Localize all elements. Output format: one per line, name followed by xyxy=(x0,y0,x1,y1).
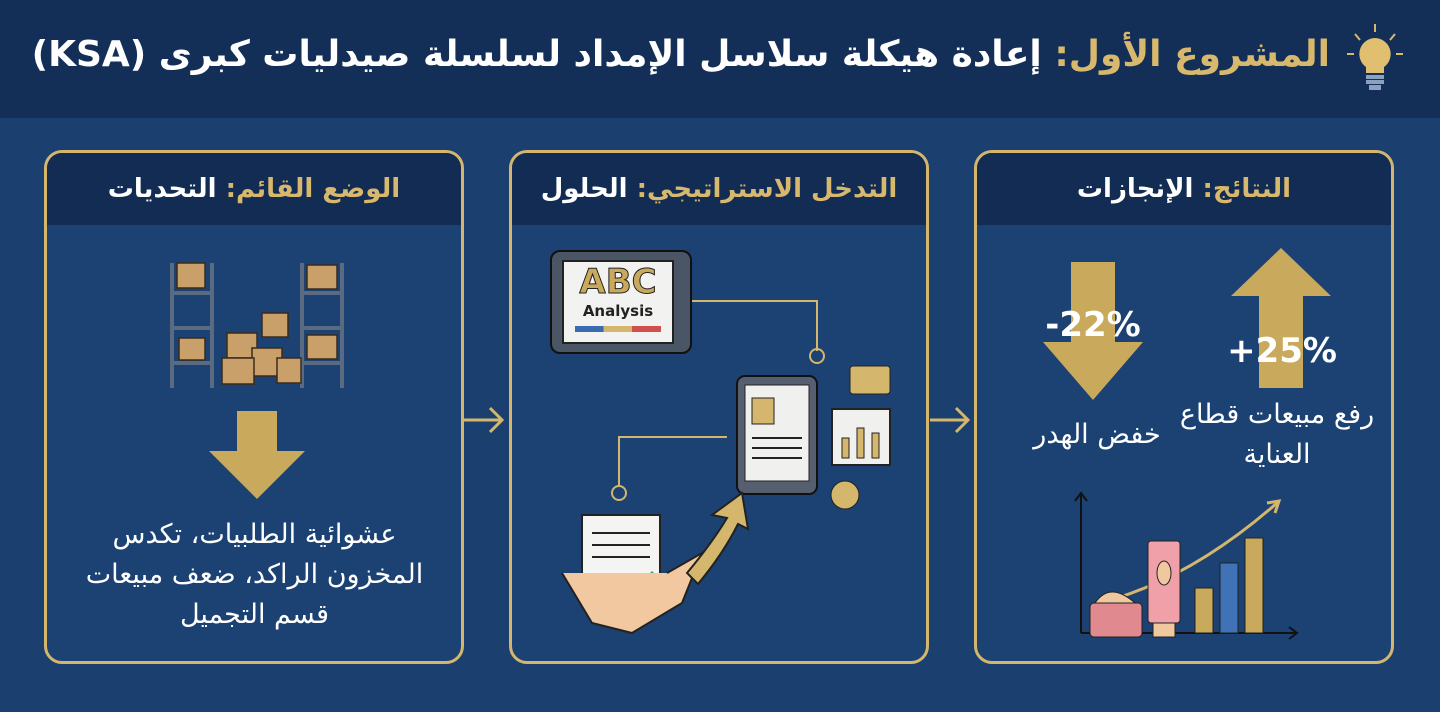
kpi-waste-label: خفض الهدر xyxy=(1033,419,1161,450)
up-arrow-icon xyxy=(1231,248,1331,388)
panel-header: الوضع القائم: التحديات xyxy=(47,153,461,225)
page-title: المشروع الأول: إعادة هيكلة سلاسل الإمداد… xyxy=(31,34,1330,75)
panel-header: النتائج: الإنجازات xyxy=(977,153,1391,225)
panel-header: التدخل الاستراتيجي: الحلول xyxy=(512,153,926,225)
down-arrow-icon xyxy=(1043,262,1143,400)
panel-solutions: التدخل الاستراتيجي: الحلول ABC Analysis xyxy=(509,150,929,664)
arrow-right-icon xyxy=(464,406,505,434)
panel-results: النتائج: الإنجازات -22% خفض الهدر +25% ر… xyxy=(974,150,1394,664)
lightbulb-icon xyxy=(1347,24,1403,90)
header-band xyxy=(0,0,1440,118)
kpi-sales-value: +25% xyxy=(1227,331,1337,371)
abc-analysis-tablet: ABC Analysis xyxy=(550,250,692,354)
arrow-right-icon xyxy=(930,406,971,434)
panel-challenges: الوضع القائم: التحديات عشوائية الطلبيات،… xyxy=(44,150,464,664)
kpi-sales-label: رفع مبيعات قطاع العناية xyxy=(1179,399,1375,470)
kpi-waste-value: -22% xyxy=(1045,305,1141,345)
warehouse-shelves-icon xyxy=(170,262,344,388)
cosmetics-growth-chart-icon xyxy=(1074,491,1299,640)
solutions-diagram xyxy=(561,300,891,635)
challenges-text: عشوائية الطلبيات، تكدس المخزون الراكد، ض… xyxy=(85,519,424,630)
down-arrow-icon xyxy=(209,411,305,499)
